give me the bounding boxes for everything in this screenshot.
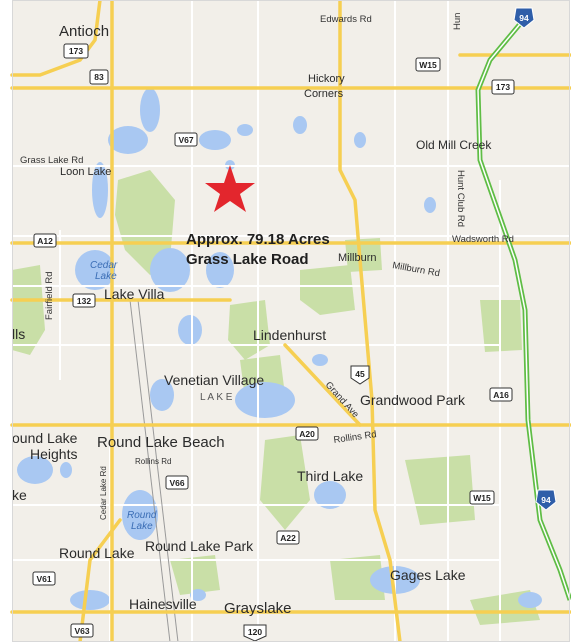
shield-a22: A22 (280, 533, 296, 543)
road-wadsworth: Wadsworth Rd (452, 234, 514, 245)
shield-45: 45 (355, 369, 365, 379)
callout-line2: Grass Lake Road (186, 251, 309, 268)
route-shields: 173 83 W15 173 V67 A12 132 45 A16 A20 V6… (32, 7, 557, 642)
shield-i94-top: 94 (519, 13, 529, 23)
shield-83: 83 (94, 72, 104, 82)
shield-a12: A12 (37, 236, 53, 246)
place-old-mill-creek: Old Mill Creek (416, 138, 492, 152)
shield-132: 132 (77, 296, 91, 306)
shield-a20: A20 (299, 429, 315, 439)
place-venetian-village: Venetian Village (164, 372, 264, 388)
water-cedar-lake-1: Cedar (90, 260, 118, 271)
place-hickory: Hickory (308, 73, 345, 85)
minor-roads (12, 0, 570, 642)
place-labels: Antioch Hickory Corners Old Mill Creek L… (12, 23, 492, 617)
road-hun: Hun (452, 13, 463, 30)
callout-line1: Approx. 79.18 Acres (186, 231, 330, 248)
water-round-lake-2: Lake (131, 521, 153, 532)
place-grandwood-park: Grandwood Park (360, 392, 466, 408)
road-grass-lake: Grass Lake Rd (20, 155, 83, 166)
place-lls: lls (12, 326, 25, 342)
shield-120: 120 (248, 627, 262, 637)
place-lake-villa: Lake Villa (104, 286, 165, 302)
place-gages-lake: Gages Lake (390, 567, 466, 583)
shield-w15-lower: W15 (473, 493, 491, 503)
place-round-lake-park: Round Lake Park (145, 538, 254, 554)
place-loon-lake: Loon Lake (60, 166, 111, 178)
place-lake-letters: L A K E (200, 392, 233, 403)
road-cedar-lake: Cedar Lake Rd (99, 466, 108, 520)
place-grayslake: Grayslake (224, 600, 292, 617)
place-third-lake: Third Lake (297, 468, 363, 484)
place-ke: ke (12, 487, 27, 503)
shield-173-right: 173 (496, 82, 510, 92)
shield-v63: V63 (74, 626, 89, 636)
shield-a16: A16 (493, 390, 509, 400)
place-hainesville: Hainesville (129, 596, 197, 612)
place-antioch: Antioch (59, 23, 109, 40)
shield-v61: V61 (36, 574, 51, 584)
place-round-lake-heights-1: ound Lake (12, 430, 78, 446)
major-roads (10, 0, 571, 642)
shield-w15-top: W15 (419, 60, 437, 70)
place-round-lake-heights-2: Heights (30, 446, 77, 462)
property-marker-star[interactable] (205, 165, 255, 212)
shield-v67: V67 (178, 135, 193, 145)
water-labels: Cedar Lake Round Lake (90, 260, 157, 532)
place-lindenhurst: Lindenhurst (253, 327, 326, 343)
place-corners: Corners (304, 88, 344, 100)
lakes (17, 88, 542, 610)
shield-173-left: 173 (69, 46, 83, 56)
shield-v66: V66 (169, 478, 184, 488)
place-millburn: Millburn (338, 252, 377, 264)
place-round-lake: Round Lake (59, 545, 135, 561)
place-round-lake-beach: Round Lake Beach (97, 434, 225, 451)
road-hunt-club: Hunt Club Rd (455, 170, 466, 227)
water-round-lake-1: Round (127, 510, 157, 521)
road-fairfield: Fairfield Rd (44, 271, 55, 320)
road-rollins-west: Rollins Rd (135, 457, 171, 466)
water-cedar-lake-2: Lake (95, 271, 117, 282)
road-edwards: Edwards Rd (320, 14, 372, 25)
shield-i94-lower: 94 (541, 495, 551, 505)
interstate-94 (475, 16, 571, 601)
